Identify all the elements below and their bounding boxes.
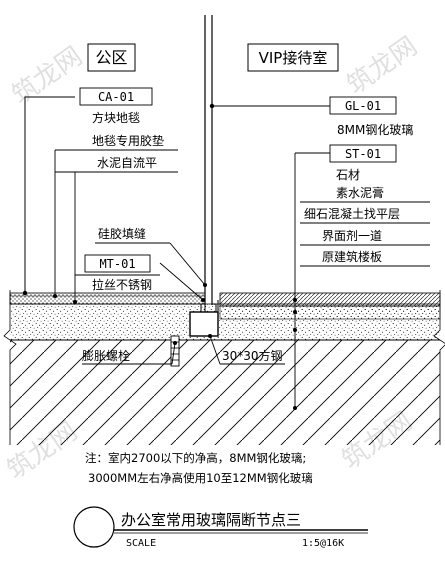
svg-text:素水泥膏: 素水泥膏 [336,185,384,200]
svg-text:3000MM左右净高使用10至12MM钢化玻璃: 3000MM左右净高使用10至12MM钢化玻璃 [88,471,313,485]
zone-public: 公区 [87,43,136,72]
svg-text:细石混凝土找平层: 细石混凝土找平层 [304,206,400,221]
carpet-layer [9,292,206,305]
svg-text:MT-01: MT-01 [99,257,135,271]
note: 注：室内2700以下的净高，8MM钢化玻璃; 3000MM左右净高使用10至12… [85,451,313,485]
svg-text:原建筑楼板: 原建筑楼板 [322,249,382,264]
svg-text:GL-01: GL-01 [345,99,381,113]
svg-text:注：室内2700以下的净高，8MM钢化玻璃;: 注：室内2700以下的净高，8MM钢化玻璃; [85,451,306,465]
callout-carpet-pad: 地毯专用胶垫 水泥自流平 [53,133,178,304]
svg-text:方块地毯: 方块地毯 [92,110,140,125]
title-block: 办公室常用玻璃隔断节点三 SCALE 1:5@16K [73,506,368,549]
callout-bolt: 膨胀螺栓 [82,341,177,365]
callout-gl01: GL-01 8MM钢化玻璃 [209,96,413,137]
svg-text:石材: 石材 [336,168,360,182]
svg-text:界面剂一道: 界面剂一道 [322,228,382,243]
svg-text:ST-01: ST-01 [345,147,381,161]
svg-text:筑龙网: 筑龙网 [342,31,423,100]
svg-text:拉丝不锈钢: 拉丝不锈钢 [92,277,152,292]
glass-panel [204,15,213,305]
svg-text:膨胀螺栓: 膨胀螺栓 [82,348,130,363]
svg-text:30*30方钢: 30*30方钢 [222,348,283,363]
base-slab [3,290,445,445]
steel-channel [189,300,219,337]
svg-text:8MM钢化玻璃: 8MM钢化玻璃 [337,123,413,137]
scale-value: 1:5@16K [302,538,344,549]
callout-silicone: 硅胶填缝 [95,226,207,287]
svg-text:硅胶填缝: 硅胶填缝 [98,226,146,241]
stone-layer [219,292,441,320]
svg-text:地毯专用胶垫: 地毯专用胶垫 [92,133,164,148]
svg-text:水泥自流平: 水泥自流平 [97,156,157,170]
svg-text:CA-01: CA-01 [98,90,134,104]
callout-ca01: CA-01 方块地毯 [22,87,153,296]
zone-vip: VIP接待室 [247,43,339,72]
callout-st01: ST-01 石材 素水泥膏 细石混凝土找平层 界面剂一道 原建筑楼板 [293,144,430,410]
drawing-title: 办公室常用玻璃隔断节点三 [121,511,301,529]
svg-text:公区: 公区 [95,48,127,67]
svg-text:筑龙网: 筑龙网 [7,41,88,110]
svg-text:VIP接待室: VIP接待室 [259,49,328,67]
callout-mt01: MT-01 拉丝不锈钢 [75,254,205,302]
callout-square-steel: 30*30方钢 [208,334,285,365]
scale-label: SCALE [126,538,156,549]
